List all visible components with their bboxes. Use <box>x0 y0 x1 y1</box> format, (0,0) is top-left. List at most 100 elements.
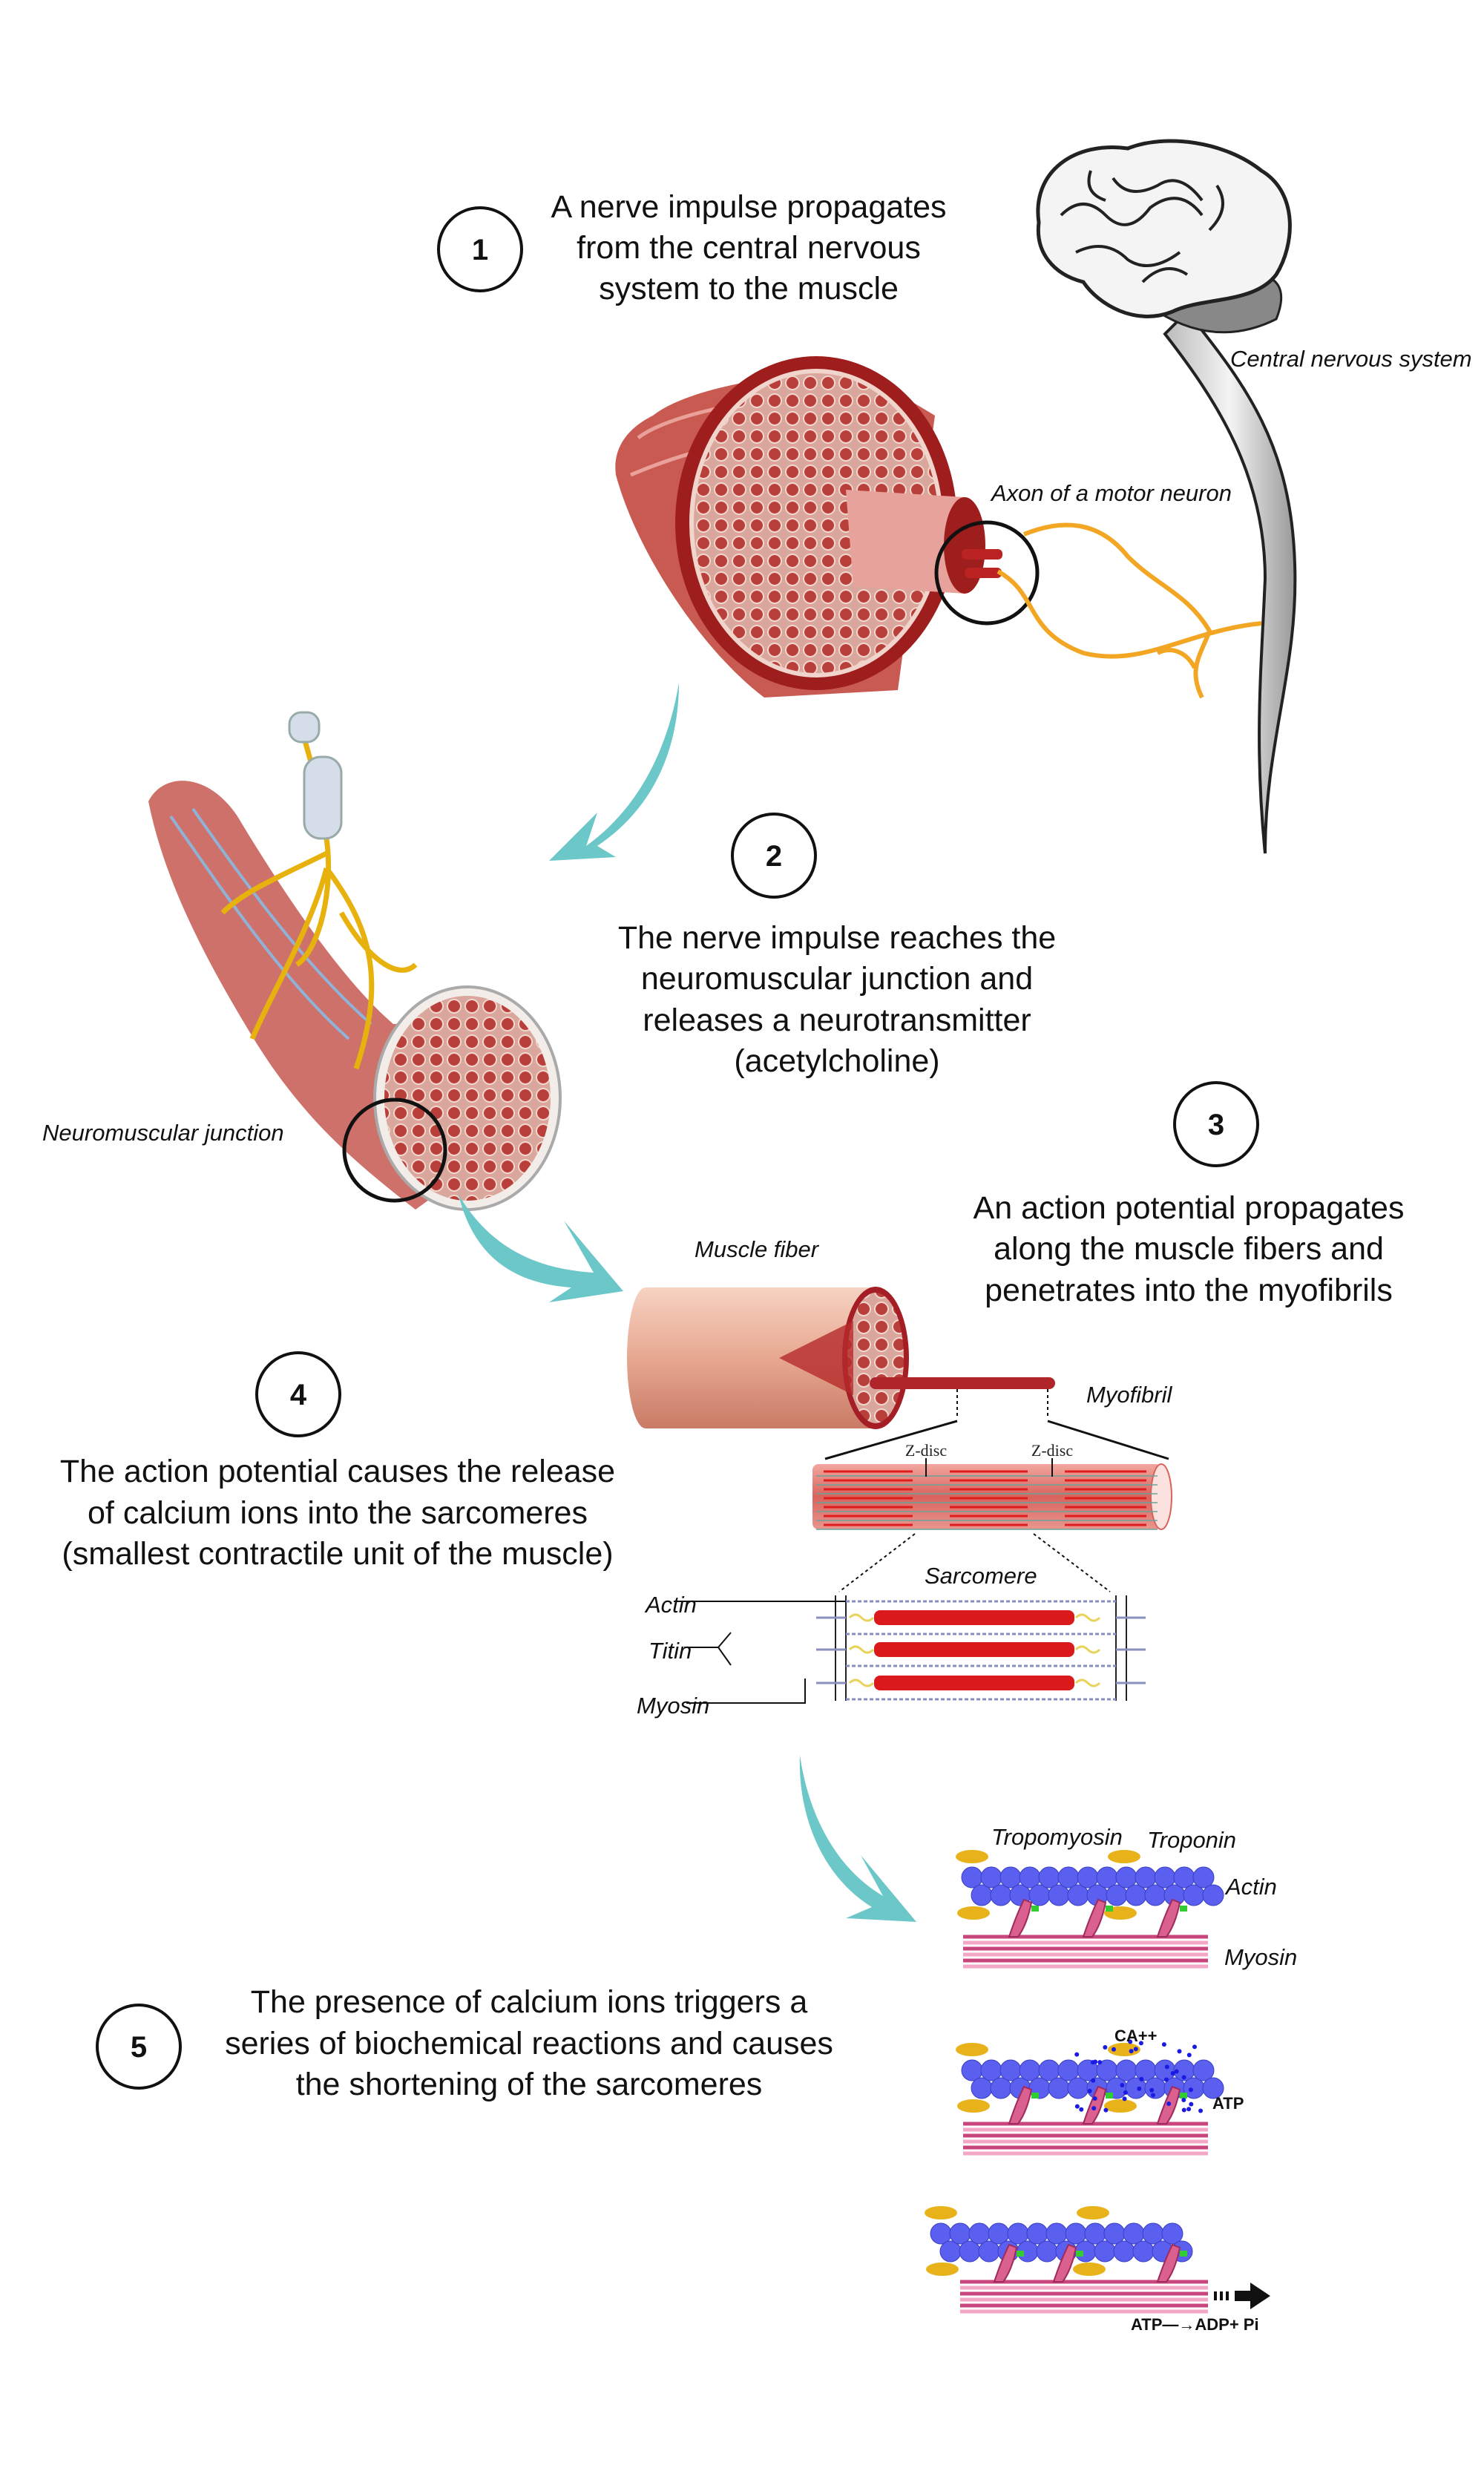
step-text-line: A nerve impulse propagates <box>551 189 946 225</box>
actin-bead <box>1000 1867 1021 1888</box>
calcium-ion <box>1186 2107 1191 2111</box>
sarcomere-label: Sarcomere <box>925 1563 1037 1589</box>
calcium-ion <box>1181 2098 1186 2102</box>
calcium-ion <box>1151 2093 1155 2097</box>
actin-bead <box>1133 2241 1154 2262</box>
calcium-ion <box>1091 2106 1096 2110</box>
step-number: 1 <box>472 234 488 266</box>
step-text-line: releases a neurotransmitter <box>643 1003 1031 1038</box>
myofibril-bar <box>870 1377 1055 1389</box>
calcium-ion <box>1165 2064 1169 2069</box>
actin-bead <box>1058 2060 1079 2081</box>
actin-bead <box>1135 1867 1156 1888</box>
actin-bead <box>1068 2078 1089 2099</box>
calcium-ion <box>1103 2108 1108 2113</box>
step-text-line: neuromuscular junction and <box>641 961 1033 997</box>
step-text-line: penetrates into the myofibrils <box>985 1273 1393 1308</box>
step-number: 2 <box>766 840 782 873</box>
step-text-line: system to the muscle <box>599 271 899 306</box>
step-text-line: series of biochemical reactions and caus… <box>225 2026 833 2061</box>
actin-bead <box>1020 2060 1040 2081</box>
calcium-ion <box>1103 2045 1107 2050</box>
calcium-ion <box>1166 2101 1171 2106</box>
calcium-ion <box>1091 2078 1095 2083</box>
myosin-filament <box>874 1610 1074 1625</box>
calcium-ion <box>1189 2102 1193 2107</box>
calcium-ion <box>1162 2042 1166 2047</box>
z-disc-label: Z-disc <box>905 1441 947 1460</box>
calcium-ion <box>1189 2087 1193 2092</box>
actin-bead <box>1008 2223 1028 2244</box>
step-text-line: the shortening of the sarcomeres <box>296 2067 763 2102</box>
actin-bead <box>971 2078 992 2099</box>
flow-arrow-1 <box>549 683 679 861</box>
actin-bead <box>988 2223 1009 2244</box>
flow-arrow-3 <box>800 1755 916 1922</box>
troponin <box>1108 1850 1140 1863</box>
step-text-line: from the central nervous <box>577 230 921 266</box>
step-text-line: along the muscle fibers and <box>994 1231 1384 1267</box>
myosin-filament-label: Myosin <box>1224 1944 1297 1970</box>
actin-bead <box>1020 1867 1040 1888</box>
actin-myosin-panels <box>925 1850 1224 2311</box>
motor-neuron-axon <box>998 525 1261 698</box>
calcium-ion <box>1134 2047 1138 2051</box>
actin-bead <box>1037 2241 1057 2262</box>
actin-bead <box>930 2223 951 2244</box>
actin-bead <box>1123 2223 1144 2244</box>
atp-molecule <box>1106 1906 1113 1912</box>
calcium-ion <box>1075 2104 1080 2109</box>
actin-bead <box>962 2060 982 2081</box>
muscle-fiber-label: Muscle fiber <box>695 1236 820 1262</box>
actin-bead <box>1048 2078 1069 2099</box>
troponin <box>957 2099 990 2113</box>
z-disc-label: Z-disc <box>1031 1441 1073 1460</box>
calcium-ion <box>1187 2053 1192 2057</box>
step-5: 5 The presence of calcium ions triggers … <box>97 1984 833 2102</box>
calcium-ion <box>1091 2060 1095 2064</box>
actin-bead <box>1077 1867 1098 1888</box>
step-number: 5 <box>131 2031 147 2064</box>
actin-bead <box>1039 2060 1060 2081</box>
calcium-ion <box>1164 2078 1169 2082</box>
calcium-ion <box>1137 2087 1141 2091</box>
calcium-ion <box>1123 2090 1128 2095</box>
atp-molecule <box>1180 2251 1187 2257</box>
atp-molecule <box>1031 1906 1039 1912</box>
myosin-head <box>1158 1900 1180 1937</box>
actin-bead <box>1193 2060 1214 2081</box>
actin-bead <box>1116 1867 1137 1888</box>
calcium-ion <box>1129 2049 1134 2053</box>
atp-molecule <box>1106 2093 1113 2099</box>
myosin-filament <box>874 1676 1074 1690</box>
nmj-label: Neuromuscular junction <box>42 1120 284 1146</box>
myosin-label: Myosin <box>637 1693 709 1719</box>
actin-bead <box>1104 2223 1125 2244</box>
step-text-line: of calcium ions into the sarcomeres <box>88 1495 588 1531</box>
atp-molecule <box>1031 2093 1039 2099</box>
calcium-ion <box>1123 2096 1127 2101</box>
tropomyosin-label: Tropomyosin <box>991 1824 1123 1850</box>
actin-bead <box>1039 1867 1060 1888</box>
step-text-line: The presence of calcium ions triggers a <box>251 1984 808 2020</box>
atp-molecule <box>1180 1906 1187 1912</box>
step-text-line: The action potential causes the release <box>60 1454 615 1489</box>
calcium-ion <box>1149 2088 1154 2093</box>
atp-hydrolysis-label: ATP—→ADP+ Pi <box>1131 2315 1259 2334</box>
actin-bead <box>1116 2060 1137 2081</box>
atp-molecule <box>1017 2251 1024 2257</box>
step-text-line: (smallest contractile unit of the muscle… <box>62 1536 613 1572</box>
brain <box>1038 141 1290 316</box>
actin-bead <box>1145 1885 1166 1906</box>
actin-bead <box>1114 2241 1135 2262</box>
actin-bead <box>1046 2223 1067 2244</box>
troponin <box>1077 2206 1109 2219</box>
actin-bead <box>1027 2223 1048 2244</box>
axon-label: Axon of a motor neuron <box>990 480 1232 506</box>
calcium-ion <box>1182 2076 1186 2080</box>
calcium-ion <box>1192 2044 1197 2049</box>
troponin <box>1104 2099 1137 2113</box>
titin-label: Titin <box>649 1638 692 1664</box>
atp-molecule <box>1076 2251 1083 2257</box>
